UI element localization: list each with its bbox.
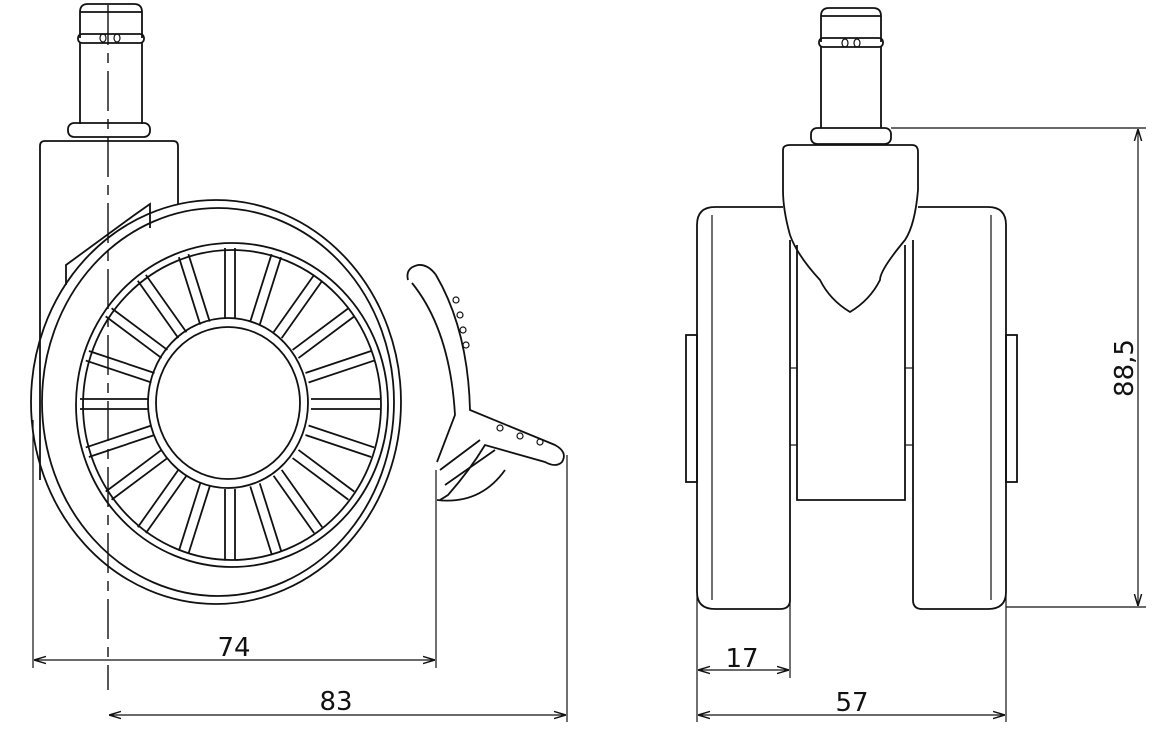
- spoke-line: [305, 434, 372, 458]
- spoke-line: [178, 256, 202, 325]
- spoke-line: [297, 315, 355, 359]
- rim-outer: [75, 242, 389, 568]
- stem-pin-front: [810, 7, 892, 145]
- spoke-line: [258, 256, 282, 325]
- spoke-line: [305, 350, 372, 374]
- right-wheel: [905, 206, 1018, 610]
- spoke-line: [88, 434, 155, 458]
- spoke-line: [85, 359, 152, 384]
- fork-bracket: [782, 144, 919, 314]
- wheel-side: [30, 199, 402, 605]
- dimension-88-5: 88,5: [891, 127, 1146, 608]
- stem-pin: [67, 3, 151, 138]
- spoke-line: [249, 486, 273, 555]
- spoke-line: [297, 449, 355, 493]
- spoke-line: [187, 486, 211, 555]
- brake-pedal: [406, 264, 565, 502]
- dimension-label-83: 83: [319, 687, 352, 717]
- spoke-line: [85, 424, 152, 449]
- spoke-line: [249, 253, 273, 322]
- center-hub: [796, 245, 906, 501]
- spoke-ring: [82, 249, 382, 561]
- spoke-line: [145, 274, 188, 333]
- tire-inner: [41, 207, 395, 597]
- spoke-line: [137, 469, 180, 528]
- spoke-line: [111, 307, 168, 351]
- dimension-label-57: 57: [835, 688, 868, 718]
- tire-outer: [30, 199, 402, 605]
- dimension-83: 83: [109, 455, 568, 722]
- spoke-line: [308, 359, 375, 384]
- spoke-line: [308, 424, 375, 449]
- dimension-label-17: 17: [725, 644, 758, 674]
- spoke-line: [88, 350, 155, 374]
- left-wheel: [685, 206, 797, 610]
- dimension-17: 17: [696, 595, 791, 722]
- spoke-line: [178, 483, 202, 552]
- spoke-line: [187, 253, 211, 322]
- front-view: 17 57 88,5: [685, 7, 1146, 722]
- side-view: 74 83: [30, 3, 568, 722]
- spoke-line: [272, 274, 315, 333]
- dimension-74: 74: [32, 420, 437, 668]
- spoke-line: [111, 457, 168, 501]
- spoke-line: [105, 449, 163, 493]
- dimension-label-74: 74: [217, 633, 250, 663]
- spoke-line: [292, 307, 349, 351]
- hub-inner: [155, 326, 301, 480]
- spoke-line: [292, 457, 349, 501]
- hub-outer: [147, 317, 309, 489]
- dimension-label-88-5: 88,5: [1110, 339, 1140, 397]
- spoke-line: [258, 483, 282, 552]
- spoke-line: [272, 475, 315, 534]
- dimension-57: 57: [698, 595, 1007, 722]
- spoke-line: [280, 469, 323, 528]
- spoke-line: [105, 315, 163, 359]
- spokes: [80, 248, 380, 560]
- spoke-line: [145, 475, 188, 534]
- spoke-line: [280, 280, 323, 339]
- swivel-housing: [39, 140, 179, 480]
- spoke-line: [137, 280, 180, 339]
